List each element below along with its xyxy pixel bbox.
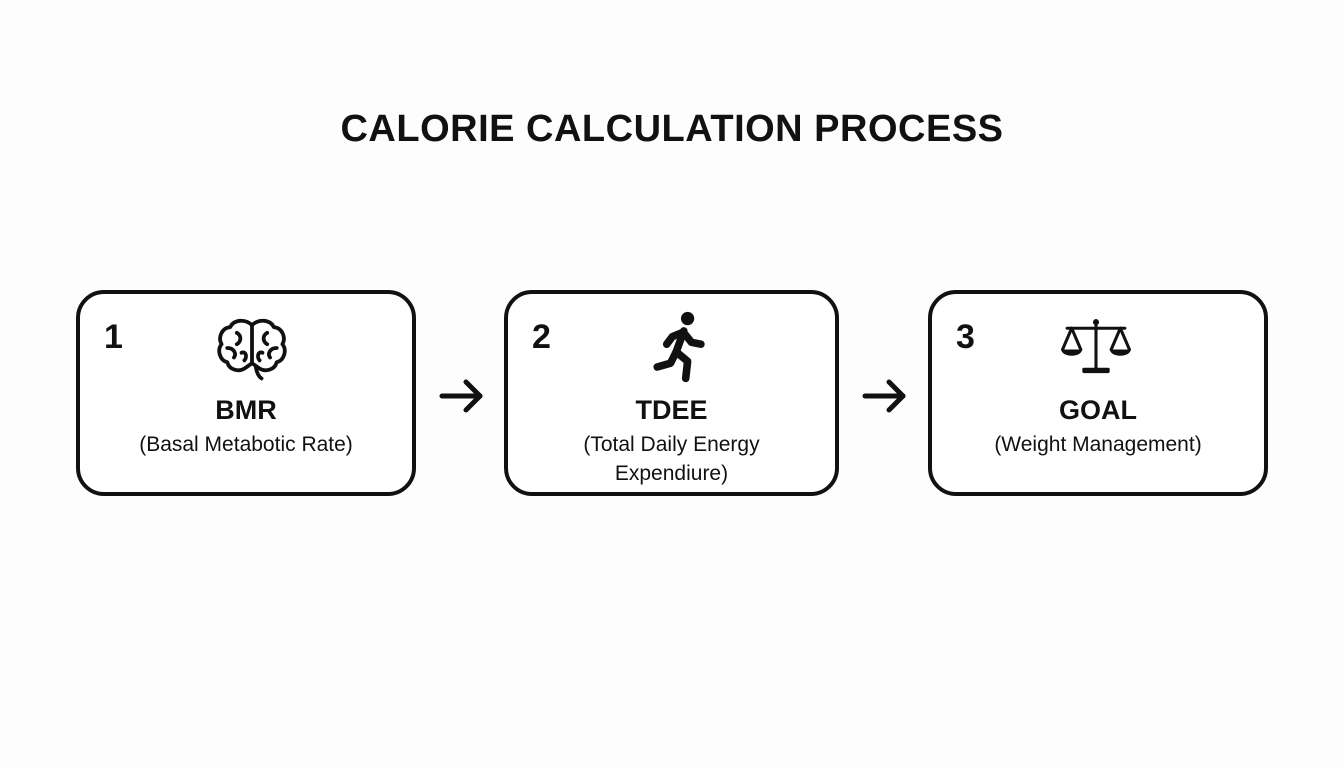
step-heading: GOAL bbox=[1059, 395, 1137, 425]
step-number: 1 bbox=[104, 318, 123, 356]
step-goal: 3 GOAL (Weight Management) bbox=[928, 290, 1268, 496]
arrow-right-icon bbox=[861, 376, 909, 416]
brain-icon bbox=[214, 310, 290, 386]
step-tdee: 2 TDEE (Total Daily Energy Expendiure) bbox=[504, 290, 839, 496]
step-description: (Weight Management) bbox=[994, 433, 1202, 456]
running-person-icon bbox=[642, 310, 718, 386]
step-heading: TDEE bbox=[635, 395, 708, 425]
step-heading: BMR bbox=[215, 395, 277, 425]
step-bmr: 1 BMR (Basal Metabotic Rate) bbox=[76, 290, 416, 496]
step-number: 2 bbox=[532, 318, 551, 356]
arrow-right-icon bbox=[438, 376, 486, 416]
balance-scale-icon bbox=[1058, 310, 1134, 386]
step-number: 3 bbox=[956, 318, 975, 356]
step-description: (Basal Metabotic Rate) bbox=[139, 433, 353, 456]
step-description: (Total Daily Energy Expendiure) bbox=[583, 433, 760, 486]
diagram-title: CALORIE CALCULATION PROCESS bbox=[340, 108, 1004, 150]
